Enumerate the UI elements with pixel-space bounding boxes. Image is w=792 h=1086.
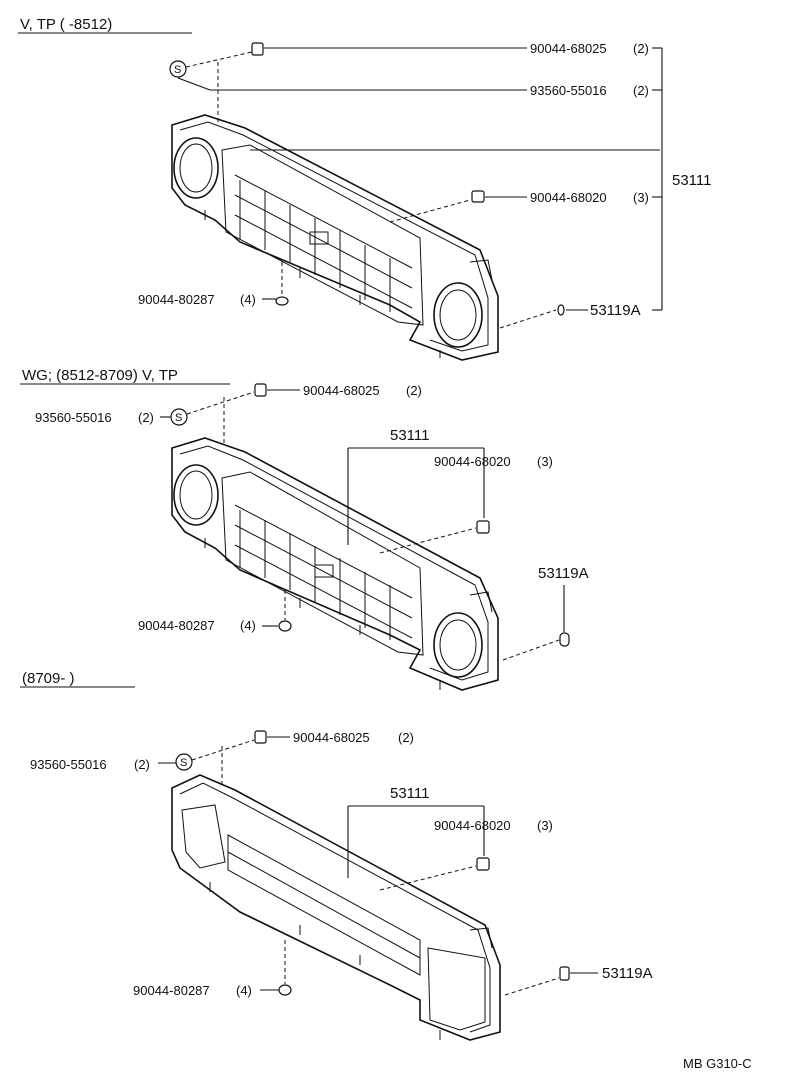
grille-1-part-number: 53111	[672, 172, 712, 189]
clip-top-3-part-number: 90044-68025	[293, 730, 370, 745]
clip-bot-2	[278, 620, 292, 632]
section-1-header: V, TP ( -8512)	[20, 16, 112, 33]
grille-1	[171, 114, 499, 361]
screw-1-part-number: 93560-55016	[530, 83, 607, 98]
clip-mid-2-qty: (3)	[537, 454, 553, 469]
clip-top-3	[254, 730, 267, 744]
clip-top-2-part-number: 90044-68025	[303, 383, 380, 398]
clip-bot-2-qty: (4)	[240, 618, 256, 633]
clip-bot-3	[278, 984, 292, 996]
clip-mid-2-part-number: 90044-68020	[434, 454, 511, 469]
svg-text:S: S	[175, 412, 182, 424]
clip-top-2-qty: (2)	[406, 383, 422, 398]
clip-top-1	[251, 42, 264, 56]
screw-3: S	[175, 753, 193, 771]
clip-bot-1-part-number: 90044-80287	[138, 292, 215, 307]
diagram-code: MB G310-C	[683, 1056, 752, 1071]
grille-2	[171, 437, 499, 691]
emblem-2	[559, 632, 570, 647]
clip-top-2	[254, 383, 267, 397]
screw-2-part-number: 93560-55016	[35, 410, 112, 425]
grille-3	[171, 774, 501, 1041]
emblem-3-part-number: 53119A	[602, 965, 653, 982]
clip-bot-3-qty: (4)	[236, 983, 252, 998]
section-3: (8709- ) S 90044	[20, 670, 653, 1041]
screw-1: S	[169, 60, 187, 78]
section-3-header: (8709- )	[22, 670, 75, 687]
screw-3-qty: (2)	[134, 757, 150, 772]
clip-bot-3-part-number: 90044-80287	[133, 983, 210, 998]
emblem-3	[559, 966, 570, 981]
clip-mid-1	[471, 190, 485, 203]
section-2-header: WG; (8512-8709) V, TP	[22, 367, 178, 384]
svg-text:S: S	[180, 757, 187, 769]
clip-mid-2	[476, 520, 490, 534]
emblem-2-part-number: 53119A	[538, 565, 589, 582]
svg-text:S: S	[174, 64, 181, 76]
clip-top-3-qty: (2)	[398, 730, 414, 745]
section-2: WG; (8512-8709) V, TP S	[20, 367, 589, 691]
clip-mid-3	[476, 857, 490, 871]
grille-2-part-number: 53111	[390, 427, 430, 444]
clip-bot-1-qty: (4)	[240, 292, 256, 307]
section-1: V, TP ( -8512) S	[18, 16, 712, 361]
emblem-1-part-number: 53119A	[590, 302, 641, 319]
screw-3-part-number: 93560-55016	[30, 757, 107, 772]
clip-bot-2-part-number: 90044-80287	[138, 618, 215, 633]
clip-mid-1-qty: (3)	[633, 190, 649, 205]
clip-top-1-part-number: 90044-68025	[530, 41, 607, 56]
screw-1-qty: (2)	[633, 83, 649, 98]
clip-mid-3-part-number: 90044-68020	[434, 818, 511, 833]
clip-mid-1-part-number: 90044-68020	[530, 190, 607, 205]
emblem-1	[557, 304, 565, 316]
screw-2-qty: (2)	[138, 410, 154, 425]
grille-3-part-number: 53111	[390, 785, 430, 802]
clip-mid-3-qty: (3)	[537, 818, 553, 833]
clip-top-1-qty: (2)	[633, 41, 649, 56]
screw-2: S	[170, 408, 188, 426]
clip-bot-1	[275, 296, 289, 306]
